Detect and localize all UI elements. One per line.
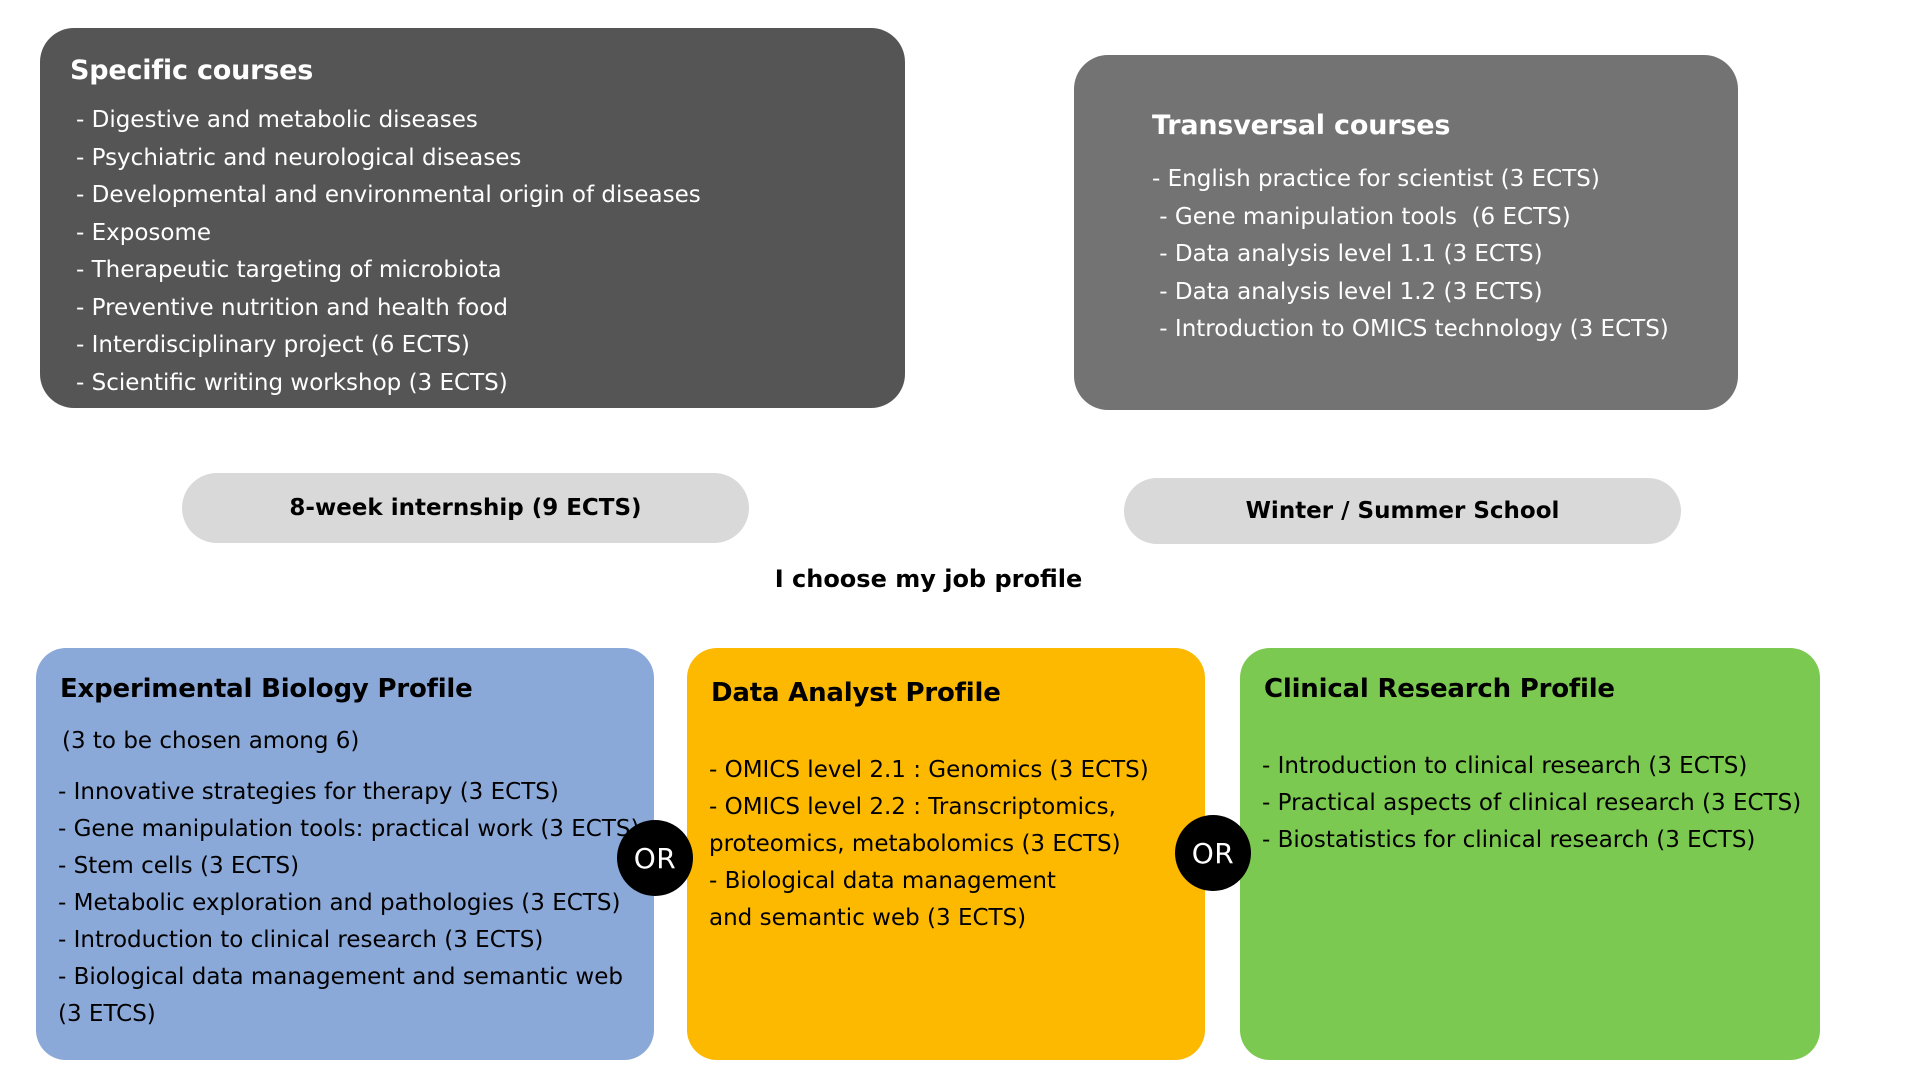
specific-courses-list: - Digestive and metabolic diseases - Psy… (68, 102, 877, 402)
list-item: - Introduction to clinical research (3 E… (1262, 753, 1748, 779)
list-item: - Interdisciplinary project (6 ECTS) (76, 332, 470, 358)
transversal-courses-card: Transversal courses - English practice f… (1074, 55, 1738, 410)
data-analyst-course-list: - OMICS level 2.1 : Genomics (3 ECTS) - … (709, 752, 1183, 937)
list-item: - Introduction to clinical research (3 E… (58, 927, 544, 953)
choose-job-profile-heading: I choose my job profile (774, 565, 1083, 593)
list-item: - Psychiatric and neurological diseases (76, 144, 522, 171)
or-connector-badge-2: OR (1175, 815, 1251, 891)
transversal-courses-title: Transversal courses (1152, 110, 1451, 141)
clinical-research-profile-title: Clinical Research Profile (1264, 674, 1615, 704)
list-item: - Innovative strategies for therapy (3 E… (58, 779, 559, 805)
list-item: - Preventive nutrition and health food (76, 294, 508, 321)
list-item: - Biological data management (709, 868, 1056, 894)
list-item: - Gene manipulation tools: practical wor… (58, 816, 640, 842)
transversal-courses-list: - English practice for scientist (3 ECTS… (1074, 161, 1738, 349)
list-item: - Practical aspects of clinical research… (1262, 790, 1802, 816)
specific-courses-title: Specific courses (70, 55, 314, 86)
list-item: - Exposome (76, 219, 212, 246)
clinical-research-profile-card: Clinical Research Profile - Introduction… (1240, 648, 1820, 1060)
clinical-research-course-list: - Introduction to clinical research (3 E… (1262, 748, 1802, 859)
specific-courses-card: Specific courses - Digestive and metabol… (40, 28, 905, 408)
list-item: - Data analysis level 1.1 (3 ECTS) (1152, 241, 1543, 267)
list-item: - Biological data management and semanti… (58, 964, 623, 990)
list-item: proteomics, metabolomics (3 ECTS) (709, 831, 1121, 857)
list-item: - Stem cells (3 ECTS) (58, 853, 300, 879)
list-item: (3 ETCS) (58, 1001, 156, 1027)
list-item: - Introduction to OMICS technology (3 EC… (1152, 316, 1669, 342)
list-item: - OMICS level 2.2 : Transcriptomics, (709, 794, 1116, 820)
list-item: and semantic web (3 ECTS) (709, 905, 1027, 931)
list-item: - Biostatistics for clinical research (3… (1262, 827, 1756, 853)
list-item: - Therapeutic targeting of microbiota (76, 257, 502, 283)
or-connector-badge-1: OR (617, 820, 693, 896)
data-analyst-profile-card: Data Analyst Profile - OMICS level 2.1 :… (687, 648, 1205, 1060)
list-item: - Scientific writing workshop (3 ECTS) (76, 369, 508, 396)
list-item: - Developmental and environmental origin… (76, 182, 701, 208)
experimental-biology-profile-note: (3 to be chosen among 6) (62, 728, 360, 754)
list-item: - English practice for scientist (3 ECTS… (1152, 166, 1600, 192)
experimental-biology-course-list: - Innovative strategies for therapy (3 E… (58, 774, 640, 1033)
list-item: - OMICS level 2.1 : Genomics (3 ECTS) (709, 757, 1149, 783)
list-item: - Data analysis level 1.2 (3 ECTS) (1152, 278, 1543, 305)
list-item: - Gene manipulation tools (6 ECTS) (1152, 203, 1571, 230)
list-item: - Digestive and metabolic diseases (76, 107, 478, 133)
internship-pill: 8-week internship (9 ECTS) (182, 473, 749, 543)
experimental-biology-profile-title: Experimental Biology Profile (60, 674, 473, 704)
experimental-biology-profile-card: Experimental Biology Profile (3 to be ch… (36, 648, 654, 1060)
list-item: - Metabolic exploration and pathologies … (58, 890, 621, 916)
data-analyst-profile-title: Data Analyst Profile (711, 678, 1001, 708)
winter-summer-school-pill: Winter / Summer School (1124, 478, 1681, 544)
